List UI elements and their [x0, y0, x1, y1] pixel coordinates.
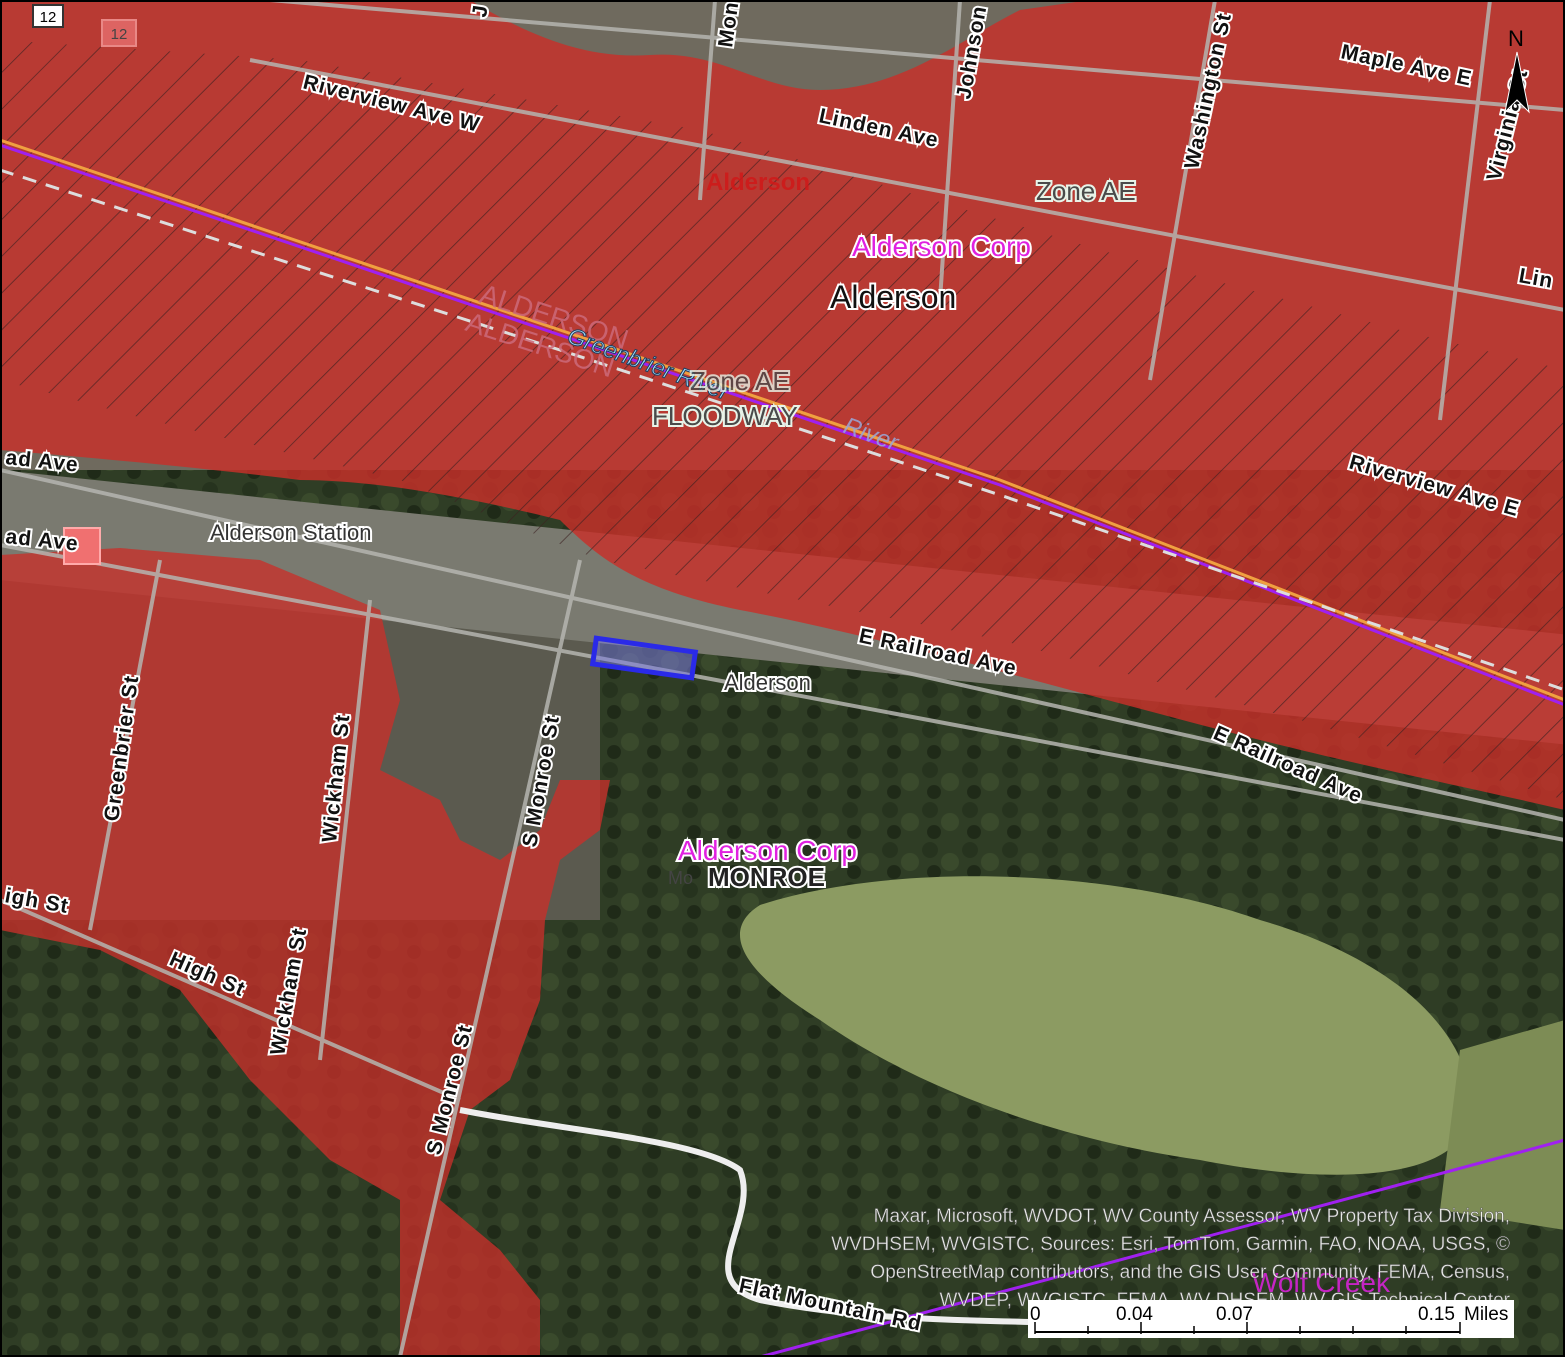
north-arrow-icon: N — [1504, 26, 1530, 114]
scale-unit: Miles — [1464, 1304, 1508, 1325]
scale-tick-0: 0 — [1030, 1304, 1041, 1325]
route-shield-2: 12 — [101, 19, 137, 47]
flood-zone-south — [0, 548, 610, 1357]
label-monroe-county: MONROE — [708, 862, 825, 892]
label-alderson-red: Alderson — [706, 169, 810, 196]
selected-parcel[interactable] — [589, 635, 699, 681]
boundary-line-southeast — [759, 1138, 1565, 1357]
svg-text:Maxar, Microsoft, WVDOT, WV Co: Maxar, Microsoft, WVDOT, WV County Asses… — [874, 1206, 1510, 1227]
label-zone-ae-river: Zone AE — [690, 366, 790, 396]
route-shield-1: 12 — [32, 4, 64, 28]
imagery-field — [740, 876, 1471, 1175]
svg-text:OpenStreetMap contributors, an: OpenStreetMap contributors, and the GIS … — [870, 1262, 1510, 1283]
svg-text:N: N — [1508, 26, 1524, 51]
scale-tick-2: 0.07 — [1216, 1304, 1253, 1325]
label-alderson-town: Alderson — [830, 279, 956, 315]
label-alderson-poi: Alderson — [724, 670, 811, 695]
label-alderson-corp-south: Alderson Corp — [678, 835, 857, 866]
dashed-boundary — [0, 168, 1565, 692]
label-zone-ae: Zone AE — [1036, 176, 1136, 206]
label-wolf-creek: Wolf Creek — [1252, 1267, 1391, 1298]
scale-tick-1: 0.04 — [1116, 1304, 1153, 1325]
label-j-top: J — [468, 3, 493, 19]
label-mo-prefix: Mo — [668, 868, 693, 888]
label-alderson-corp-north: Alderson Corp — [852, 231, 1031, 262]
river-centerline — [0, 138, 1565, 702]
svg-text:WVDHSEM, WVGISTC, Sources: Esr: WVDHSEM, WVGISTC, Sources: Esri, TomTom,… — [831, 1234, 1510, 1255]
svg-text:12: 12 — [40, 9, 57, 26]
svg-text:12: 12 — [111, 26, 128, 43]
label-floodway: FLOODWAY — [652, 401, 798, 431]
scale-tick-3: 0.15 — [1418, 1304, 1455, 1325]
label-alderson-station-1: Alderson Station — [210, 520, 371, 545]
floodway-hatch — [0, 40, 1565, 800]
imagery-field-east — [1440, 1020, 1565, 1230]
boundary-line-river — [0, 143, 1565, 707]
route-marker-west — [63, 527, 101, 565]
scale-bar: 0 0.04 0.07 0.15 Miles — [1028, 1300, 1514, 1338]
